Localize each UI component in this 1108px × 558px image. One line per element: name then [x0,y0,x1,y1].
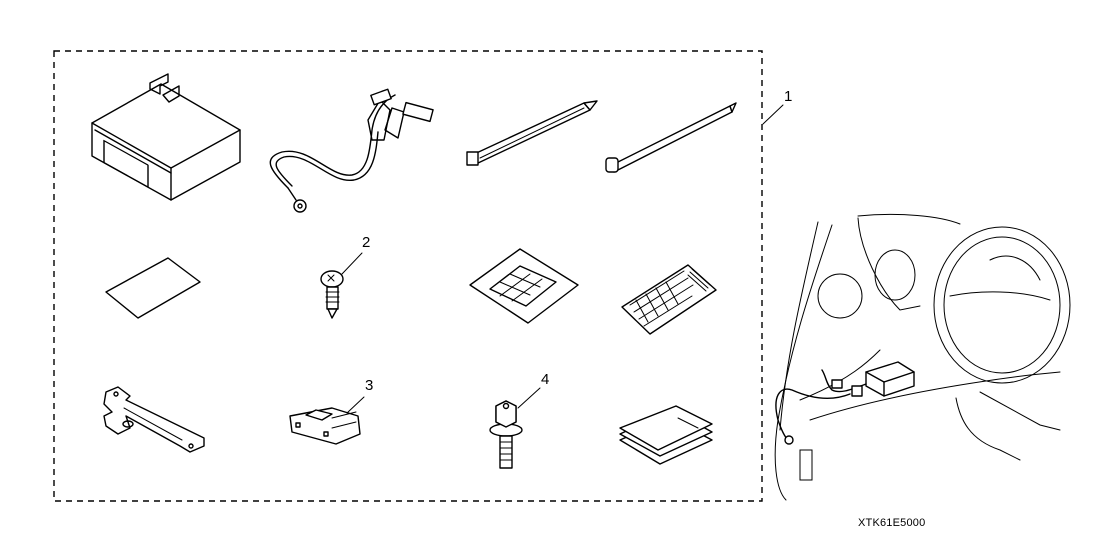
under-dash-installation [774,213,1071,501]
control-unit [91,73,241,201]
diagram-code: XTK61E5000 [858,517,926,529]
label-sheet [621,264,717,335]
connector-cover [289,407,361,445]
wire-harness [269,88,434,213]
installation-instructions [619,405,713,465]
cable-tie-wide [466,100,598,166]
kit-boundary [53,50,763,502]
tapping-screw [320,270,344,319]
callout-1: 1 [784,88,793,105]
leader-line-1 [762,104,784,125]
leader-line-4 [517,387,541,409]
mounting-bracket [103,386,205,453]
callout-3: 3 [365,377,374,394]
cushion-tape [469,248,579,324]
leader-line-3 [346,396,365,414]
cleaning-pad [105,257,201,319]
callout-2: 2 [362,234,371,251]
callout-4: 4 [541,371,550,388]
leader-line-2 [341,252,363,275]
flange-bolt [489,400,523,469]
cable-tie [605,102,737,173]
